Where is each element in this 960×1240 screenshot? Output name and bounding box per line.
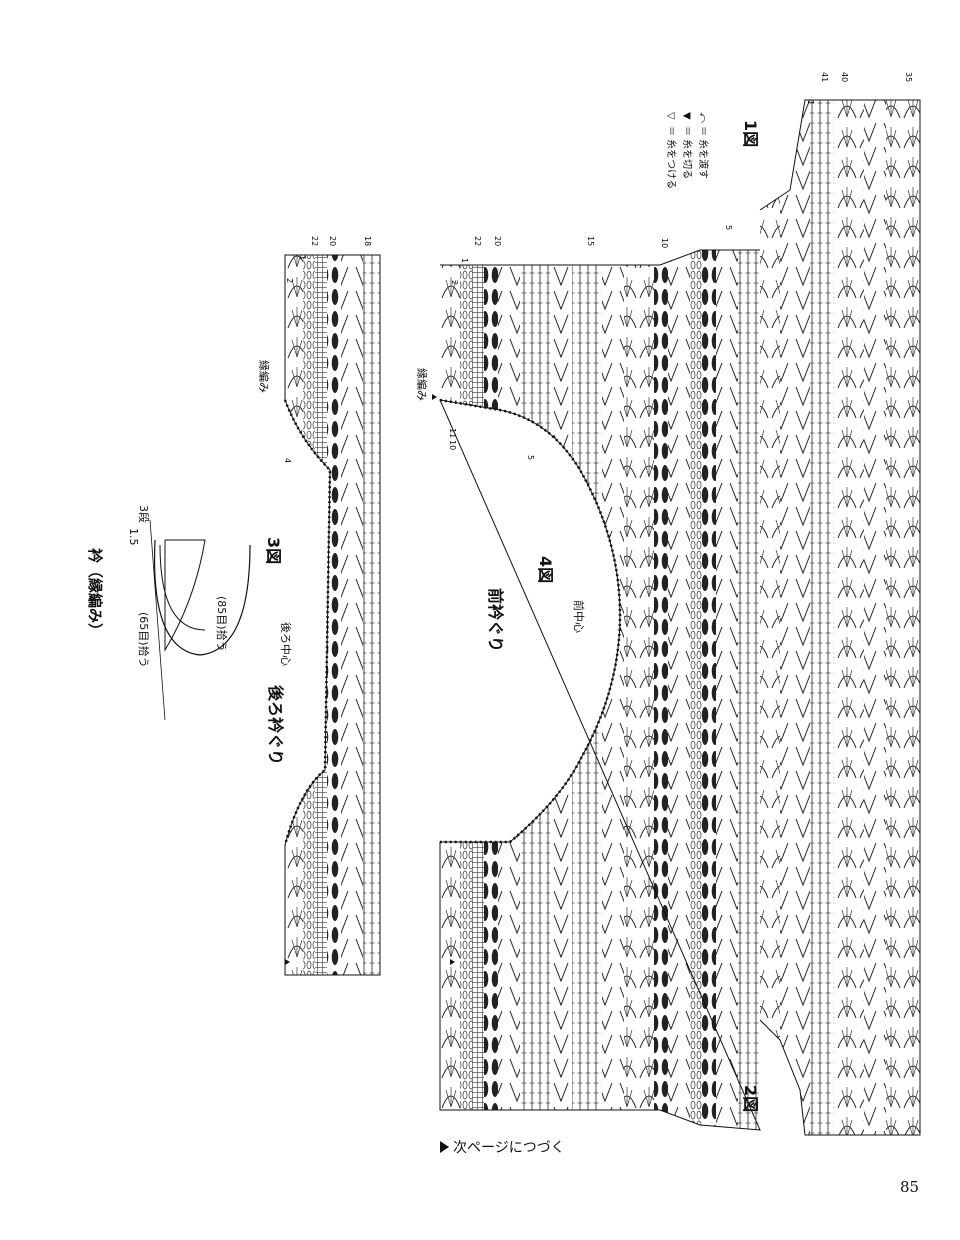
stitch-band bbox=[716, 250, 738, 1130]
stitch-band bbox=[327, 255, 341, 975]
fig3-label: 3図 bbox=[264, 537, 283, 564]
fig4-label: 4図 bbox=[536, 556, 555, 583]
cut-yarn-marker bbox=[285, 959, 290, 965]
legend-symbol: ▼ bbox=[681, 112, 692, 120]
fig4-center-label: 前中心 bbox=[572, 600, 586, 633]
row-number: 11 bbox=[448, 428, 457, 438]
row-number: 5 bbox=[724, 225, 733, 230]
legend-symbol: ▽ bbox=[665, 112, 676, 120]
stitch-band bbox=[550, 250, 572, 1130]
row-number: 2 bbox=[285, 278, 294, 283]
stitch-band bbox=[472, 250, 484, 1130]
stitch-band bbox=[668, 250, 690, 1130]
stitch-band bbox=[624, 250, 654, 1130]
stitch-band bbox=[864, 100, 886, 1135]
stitch-band bbox=[690, 250, 702, 1130]
fig3-edging-label: 縁編み bbox=[257, 360, 271, 393]
stitch-band bbox=[315, 255, 327, 975]
stitch-band bbox=[702, 250, 716, 1130]
row-number: 1 bbox=[460, 258, 469, 263]
triangle-arrow-icon bbox=[440, 1141, 449, 1153]
stitch-band bbox=[285, 255, 303, 975]
stitch-band bbox=[498, 250, 520, 1130]
row-number: 20 bbox=[328, 236, 337, 246]
stitch-band bbox=[760, 100, 780, 1135]
fig2-label: 2図 bbox=[741, 1085, 760, 1112]
continued-note-text: 次ページにつづく bbox=[453, 1140, 565, 1156]
stitch-band bbox=[484, 250, 498, 1130]
fig1-chart bbox=[760, 100, 920, 1135]
stitch-band bbox=[602, 250, 624, 1130]
row-number: 15 bbox=[586, 236, 595, 246]
cut-yarn-marker bbox=[432, 394, 437, 400]
row-number: 20 bbox=[493, 236, 502, 246]
collar-outer-line bbox=[153, 539, 251, 656]
stitch-band bbox=[520, 250, 550, 1130]
row-number: 40 bbox=[840, 72, 849, 82]
legend-symbol: ⤺ bbox=[697, 112, 708, 123]
fig1-label: 1図 bbox=[741, 120, 760, 147]
stitch-band bbox=[572, 250, 602, 1130]
back-neck-edging bbox=[283, 399, 332, 846]
fig3-center-label: 後ろ中心 bbox=[279, 622, 293, 666]
row-number: 22 bbox=[310, 236, 319, 246]
stitch-band bbox=[341, 255, 363, 975]
stitch-band bbox=[834, 100, 864, 1135]
row-number: 22 bbox=[473, 236, 482, 246]
page-number: 85 bbox=[900, 1178, 920, 1196]
stitch-band bbox=[810, 100, 834, 1135]
fig4-title: 前衿ぐり bbox=[486, 588, 505, 652]
collar-title: 衿（縁編み） bbox=[86, 548, 104, 638]
row-number: 2 bbox=[450, 280, 459, 285]
fig4-chart bbox=[440, 250, 760, 1130]
legend-text: ＝ 糸を渡す bbox=[697, 126, 710, 179]
fig3-chart bbox=[285, 255, 380, 975]
row-number: 41 bbox=[820, 72, 829, 82]
collar-guide-line bbox=[149, 519, 166, 721]
stitch-band bbox=[440, 250, 460, 1130]
stitch-band bbox=[460, 250, 472, 1130]
stitch-band bbox=[780, 100, 810, 1135]
collar-inner-line bbox=[159, 544, 206, 631]
row-number: 1 bbox=[298, 255, 307, 260]
cut-yarn-marker bbox=[450, 959, 455, 965]
row-number: 4 bbox=[283, 458, 292, 463]
collar-width: 1.5 bbox=[127, 528, 140, 546]
stitch-band bbox=[303, 255, 315, 975]
front-neck-edging bbox=[439, 398, 622, 844]
collar-outer-pickup: (85目)拾う bbox=[215, 596, 229, 652]
fig4-edging-label: 縁編み bbox=[415, 368, 429, 401]
row-number: 18 bbox=[363, 236, 372, 246]
fig3-title: 後ろ衿ぐり bbox=[266, 685, 285, 765]
row-number: 10 bbox=[448, 440, 457, 450]
legend-text: ＝ 糸をつける bbox=[665, 126, 677, 189]
stitch-band bbox=[886, 100, 920, 1135]
row-number: 10 bbox=[660, 238, 669, 248]
collar-rows: 3段 bbox=[137, 505, 151, 523]
stitch-band bbox=[363, 255, 380, 975]
stitch-band bbox=[654, 250, 668, 1130]
row-number: 35 bbox=[904, 72, 913, 82]
legend-text: ＝ 糸を切る bbox=[681, 126, 693, 179]
continued-note: 次ページにつづく bbox=[440, 1137, 565, 1157]
collar-inner-pickup: (65目)拾う bbox=[137, 612, 151, 668]
row-number: 5 bbox=[526, 455, 535, 460]
stitch-band bbox=[738, 250, 760, 1130]
fig1-outline bbox=[759, 99, 921, 1136]
row-number: 1 bbox=[806, 100, 815, 105]
collar-band bbox=[164, 539, 206, 652]
